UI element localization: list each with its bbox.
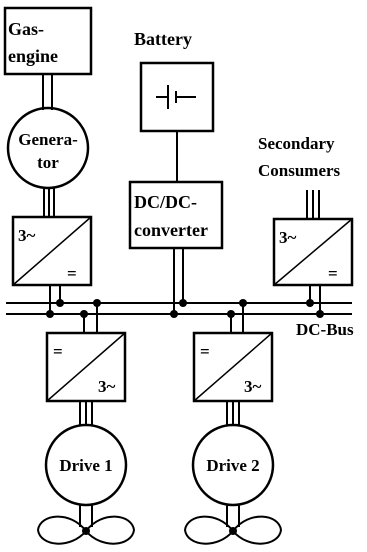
secondary-consumers-label-line1: Secondary [258, 134, 335, 153]
drive2-converter-diagonal [193, 332, 273, 402]
dc-bus-label: DC-Bus [296, 320, 354, 339]
drive1-bus-link [83, 303, 98, 333]
drive2-propeller-icon [183, 515, 283, 545]
drive1-label: Drive 1 [59, 456, 112, 475]
generator-label-line2: tor [37, 153, 59, 172]
drive2-bus-link [230, 303, 244, 333]
drive2-feed [226, 401, 240, 425]
generator-converter-box [11, 215, 93, 287]
secondary-converter-diagonal [273, 218, 353, 286]
drive1-converter-in: = [53, 342, 63, 361]
battery-icon [156, 85, 196, 109]
engine-generator-shaft [42, 74, 53, 110]
battery-label: Battery [134, 29, 192, 49]
secondary-converter-box [272, 217, 354, 287]
drive2-circle [191, 423, 275, 507]
bus-junction-dots [46, 299, 324, 318]
drive1-shaft [79, 505, 93, 527]
dcdc-converter-label-line2: converter [134, 220, 208, 240]
drive2-label: Drive 2 [206, 456, 259, 475]
secondary-converter-out: = [328, 264, 338, 283]
drive2-converter-in: = [200, 342, 210, 361]
drive2-shaft [226, 505, 240, 527]
dcdc-converter-label-line1: DC/DC- [134, 192, 197, 212]
gas-engine-label-line2: engine [8, 46, 58, 66]
generator-converter-link [43, 188, 55, 217]
dcdc-converter-box [128, 180, 224, 250]
drive1-converter-diagonal [46, 332, 126, 402]
secondary-consumers-label-line2: Consumers [258, 161, 341, 180]
drive1-feed [79, 401, 93, 425]
generator-label-line1: Genera- [18, 130, 78, 149]
generator-converter-diagonal [12, 216, 92, 286]
gas-engine-label-line1: Gas- [8, 19, 44, 39]
drive1-propeller-icon [36, 515, 136, 545]
secondary-consumers-feed [306, 190, 320, 219]
drive2-converter-out: 3~ [244, 377, 262, 396]
secondary-converter-in: 3~ [279, 228, 297, 247]
generator-converter-out: = [67, 264, 77, 283]
generator-converter-in: 3~ [18, 226, 36, 245]
gas-engine-box [3, 6, 93, 76]
drive1-circle [44, 423, 128, 507]
drive1-converter-out: 3~ [98, 377, 116, 396]
